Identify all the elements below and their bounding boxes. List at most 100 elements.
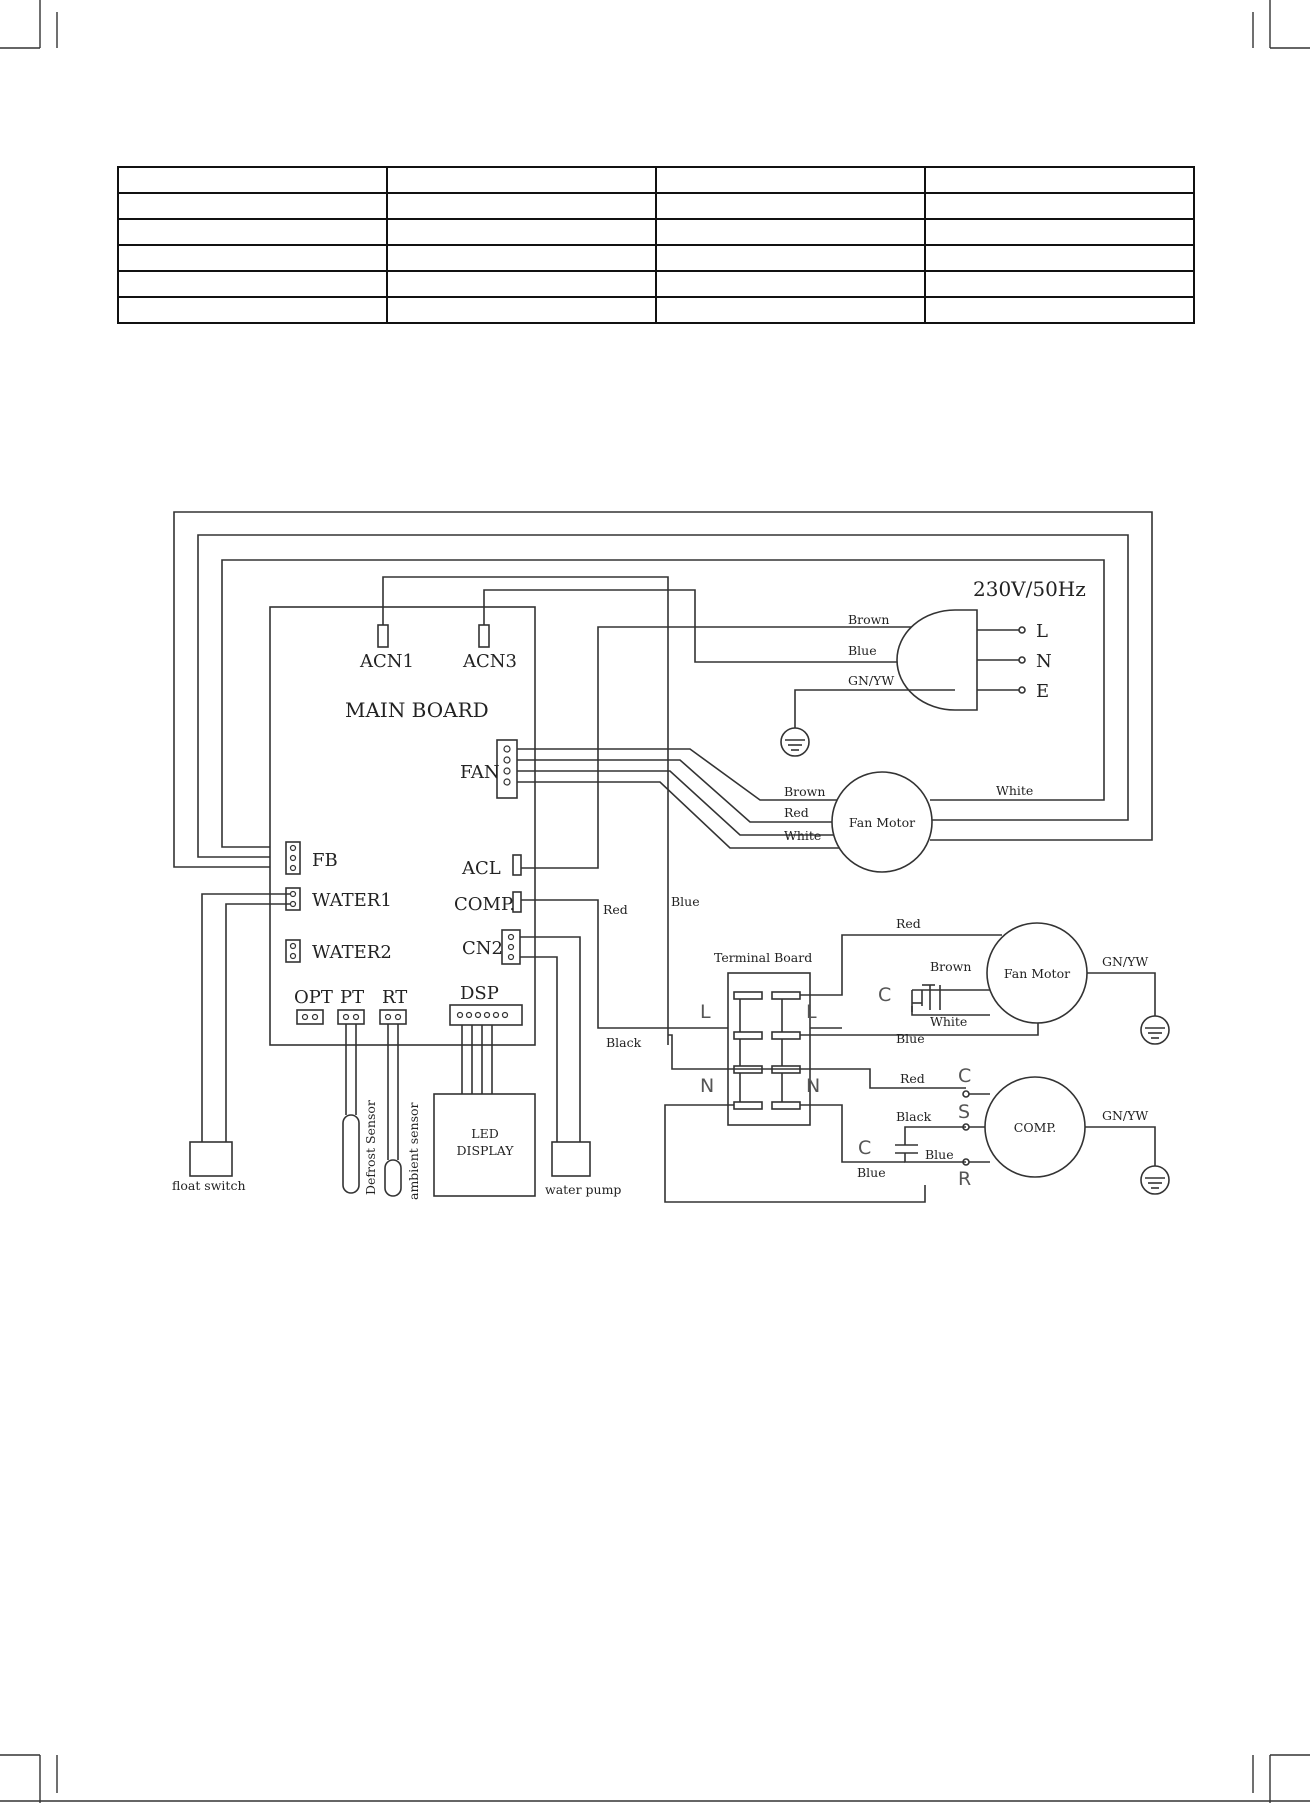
table-cell [386,270,657,298]
table-cell [386,192,657,220]
wire-label-gnyw-upper: GN/YW [848,673,894,688]
svg-text:RT: RT [382,987,407,1008]
svg-text:FB: FB [312,850,338,871]
table-row [117,296,1195,324]
fan-capacitor: C Brown White Red Blue [878,916,990,1046]
svg-text:N: N [1036,651,1052,672]
svg-text:DISPLAY: DISPLAY [456,1143,514,1158]
table-row [117,270,1195,298]
table-cell [924,166,1195,194]
svg-text:E: E [1036,681,1049,702]
wire-label-red: Red [784,805,809,820]
comp-connector: COMP. [454,891,842,1029]
cn2-connector: CN2 [462,929,581,1142]
svg-text:LED: LED [471,1126,498,1141]
svg-text:FAN: FAN [460,762,500,783]
table-cell [117,296,388,324]
water-pump: water pump [545,1141,621,1197]
ambient-sensor: ambient sensor [384,1102,421,1200]
svg-text:WATER1: WATER1 [312,890,392,911]
svg-text:230V/50Hz: 230V/50Hz [973,577,1086,601]
table-cell [655,192,926,220]
table-cell [655,296,926,324]
svg-text:ambient sensor: ambient sensor [406,1102,421,1200]
outer-loop-wires [173,511,1153,868]
wire-label-blue-cap: Blue [857,1165,886,1180]
svg-text:COMP.: COMP. [1014,1120,1056,1135]
table-cell [655,218,926,246]
svg-text:C: C [858,1137,871,1159]
table-cell [655,166,926,194]
wire-label-white-lower: White [930,1014,967,1029]
svg-text:N: N [806,1075,820,1097]
main-board [269,606,536,1046]
wire-terminal-to-comp-cap [800,1104,905,1163]
svg-text:WATER2: WATER2 [312,942,392,963]
table-cell [655,244,926,272]
table-cell [117,244,388,272]
svg-text:OPT: OPT [294,987,333,1008]
wire-live-to-terminal [668,1034,800,1070]
svg-text:Fan Motor: Fan Motor [849,815,915,830]
main-board-title: MAIN BOARD [345,698,489,722]
comp-capacitor: C Black Blue Blue [857,1109,966,1180]
empty-table [117,166,1195,324]
table-row [117,166,1195,194]
table-cell [386,166,657,194]
wire-label-blue-upper: Blue [848,643,877,658]
table-cell [386,218,657,246]
svg-text:PT: PT [340,987,364,1008]
wire-neutral-loop [664,1104,926,1203]
table-cell [924,244,1195,272]
wire-label-white-loop: White [996,783,1033,798]
svg-text:ACN1: ACN1 [359,651,414,672]
opt-connector: OPT [294,987,333,1025]
wire-label-black-comp: Black [896,1109,932,1124]
wire-label-gnyw-fan: GN/YW [1102,954,1148,969]
table-cell [924,270,1195,298]
wire-label-blue-mid: Blue [671,894,700,909]
wire-label-red-mid: Red [603,902,628,917]
table-cell [924,296,1195,324]
pt-connector: PT [337,987,365,1115]
wire-label-brown: Brown [784,784,825,799]
table-row [117,192,1195,220]
compressor: COMP. C S R Red GN/YW [900,1065,1156,1190]
table-cell [655,270,926,298]
table-cell [117,270,388,298]
rt-connector: RT [379,987,407,1160]
terminal-board: Terminal Board L L N N [700,950,820,1126]
table-cell [924,192,1195,220]
wire-label-red-lower: Red [896,916,921,931]
power-plug: 230V/50Hz L N E [794,577,1086,730]
svg-text:L: L [1036,621,1048,642]
wire-label-gnyw-comp: GN/YW [1102,1108,1148,1123]
float-switch: float switch [172,1141,246,1193]
svg-text:C: C [958,1065,971,1087]
table-cell [117,192,388,220]
svg-text:C: C [878,984,891,1006]
table-row [117,244,1195,272]
svg-text:S: S [958,1101,970,1123]
wire-red-to-comp-c [800,1068,966,1089]
svg-text:water pump: water pump [545,1182,621,1197]
water2-connector: WATER2 [285,939,392,963]
wire-blue-to-fan [800,1020,1039,1036]
water1-connector: WATER1 [201,887,392,1142]
table-cell [117,166,388,194]
wire-label-black: Black [606,1035,642,1050]
acl-connector: ACL [461,626,955,879]
table-cell [924,218,1195,246]
svg-text:N: N [700,1075,714,1097]
wire-label-brown-upper: Brown [848,612,889,627]
wire-label-brown-lower: Brown [930,959,971,974]
acn1-connector: ACN1 [359,576,669,1045]
svg-text:DSP: DSP [460,983,499,1004]
fb-connector: FB [285,841,338,875]
led-display: LED DISPLAY [433,1093,536,1197]
svg-text:R: R [958,1168,971,1190]
wire-red-to-fan [800,934,1002,996]
ground-icon [780,727,810,757]
svg-text:Fan Motor: Fan Motor [1004,966,1070,981]
